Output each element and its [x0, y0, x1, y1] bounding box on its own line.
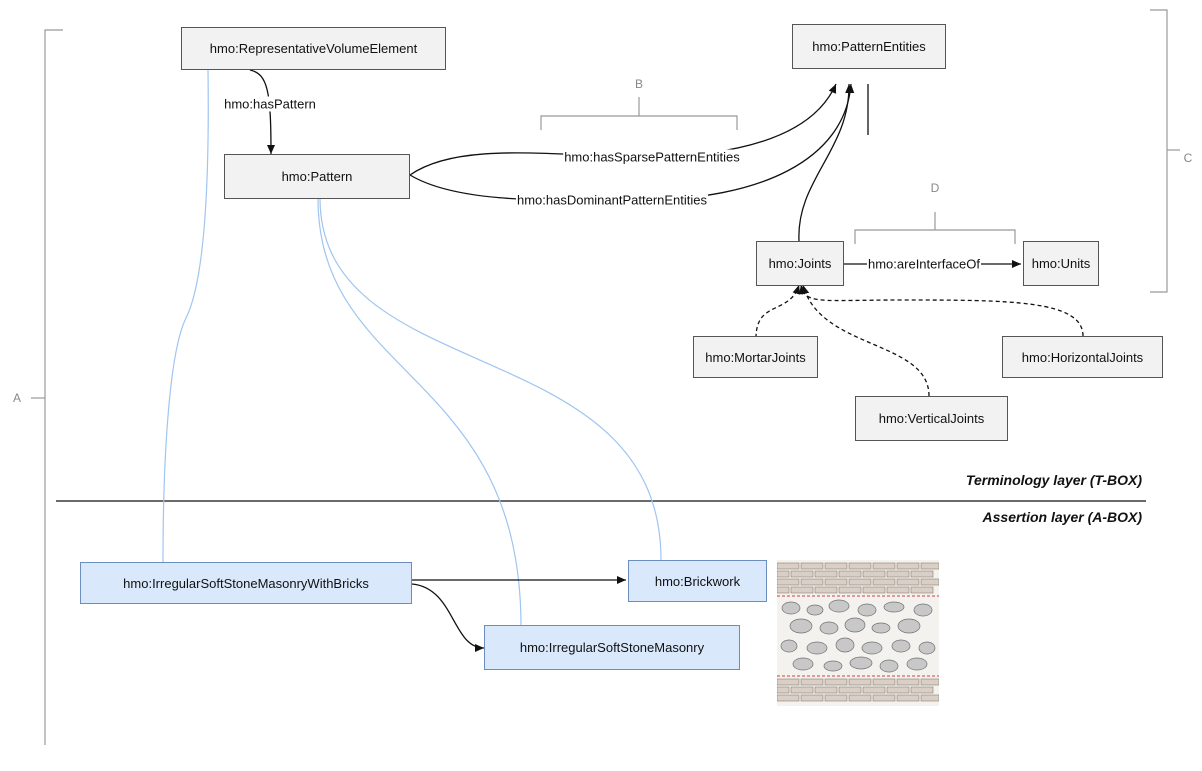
- bracket-b: [540, 97, 738, 130]
- bracket-label-b: B: [634, 77, 644, 91]
- edge-masonry-with-bricks-to-masonry: [411, 583, 485, 652]
- bracket-d: [854, 212, 1016, 244]
- node-vertical-joints[interactable]: hmo:VerticalJoints: [855, 396, 1008, 441]
- edge-horizontal-joints-subclass: [798, 284, 1084, 337]
- instance-link-pattern-brickwork: [319, 197, 662, 561]
- instance-link-pattern-masonry: [317, 197, 522, 626]
- edge-has-pattern: [249, 69, 275, 155]
- edge-joints-subclass-of-entities: [798, 83, 854, 242]
- bracket-a: [44, 29, 63, 745]
- label-are-interface-of: hmo:areInterfaceOf: [867, 256, 981, 272]
- bracket-c: [1150, 9, 1168, 293]
- node-representative-volume-element[interactable]: hmo:RepresentativeVolumeElement: [181, 27, 446, 70]
- node-irregular-soft-stone-masonry[interactable]: hmo:IrregularSoftStoneMasonry: [484, 625, 740, 670]
- node-horizontal-joints[interactable]: hmo:HorizontalJoints: [1002, 336, 1163, 378]
- node-units[interactable]: hmo:Units: [1023, 241, 1099, 286]
- edge-mortar-joints-subclass: [755, 284, 801, 339]
- instance-link-rve: [162, 69, 209, 563]
- label-has-sparse-pattern-entities: hmo:hasSparsePatternEntities: [563, 149, 741, 165]
- bracket-label-d: D: [930, 181, 940, 195]
- terminology-layer-label: Terminology layer (T-BOX): [965, 472, 1142, 488]
- edge-has-dominant-pattern-entities: [409, 83, 855, 201]
- masonry-pattern-image: [776, 560, 940, 706]
- edge-vertical-joints-subclass: [801, 284, 930, 397]
- assertion-layer-label: Assertion layer (A-BOX): [982, 509, 1142, 525]
- bracket-label-c: C: [1183, 151, 1193, 165]
- node-brickwork[interactable]: hmo:Brickwork: [628, 560, 767, 602]
- label-has-dominant-pattern-entities: hmo:hasDominantPatternEntities: [515, 192, 709, 208]
- node-joints[interactable]: hmo:Joints: [756, 241, 844, 286]
- node-mortar-joints[interactable]: hmo:MortarJoints: [693, 336, 818, 378]
- bracket-label-a: A: [12, 391, 22, 405]
- node-pattern[interactable]: hmo:Pattern: [224, 154, 410, 199]
- node-irregular-soft-stone-masonry-with-bricks[interactable]: hmo:IrregularSoftStoneMasonryWithBricks: [80, 562, 412, 604]
- label-has-pattern: hmo:hasPattern: [223, 96, 317, 112]
- node-pattern-entities[interactable]: hmo:PatternEntities: [792, 24, 946, 69]
